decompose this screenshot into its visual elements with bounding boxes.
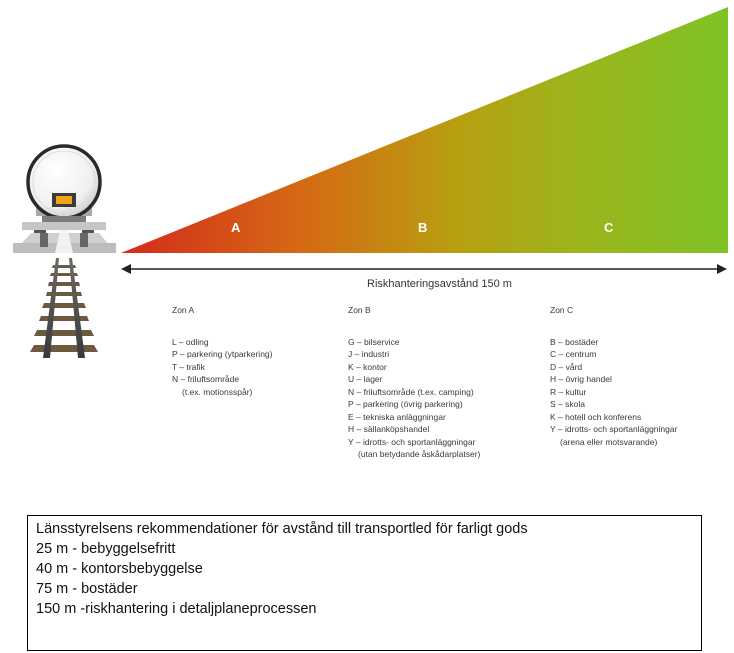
list-item: H – sällanköpshandel: [348, 424, 430, 434]
list-item: Y – idrotts- och sportanläggningar: [348, 436, 476, 447]
list-item: P – parkering (övrig parkering): [348, 399, 463, 409]
tank-wagon-icon: [13, 144, 116, 253]
list-item: K – hotell och konferens: [550, 411, 642, 422]
zone-a-title: Zon A: [172, 305, 195, 315]
list-item: (utan betydande åskådarplatser): [358, 449, 481, 459]
zone-b-list: Zon B G – bilservice J – industri K – ko…: [348, 304, 480, 461]
list-item: T – trafik: [172, 361, 205, 372]
list-item: (t.ex. motionsspår): [182, 386, 253, 397]
list-item: B – bostäder: [550, 336, 599, 347]
zone-c-list: Zon C B – bostäder C – centrum D – vård …: [550, 304, 677, 448]
recommendations-heading: Länsstyrelsens rekommendationer för avst…: [36, 521, 528, 537]
list-item: R – kultur: [550, 386, 587, 397]
zone-b-letter: B: [418, 220, 427, 235]
recommendation-line: 40 m - kontorsbebyggelse: [36, 561, 203, 577]
recommendation-line: 150 m -riskhantering i detaljplaneproces…: [36, 601, 317, 617]
list-item: E – tekniska anläggningar: [348, 411, 446, 422]
zone-c-title: Zon C: [550, 305, 574, 315]
list-item: S – skola: [550, 399, 585, 409]
list-item: G – bilservice: [348, 336, 400, 347]
risk-gradient-wedge: [121, 7, 728, 253]
list-item: L – odling: [172, 336, 209, 347]
list-item: H – övrig handel: [550, 374, 612, 384]
distance-arrow: [121, 264, 727, 274]
list-item: D – vård: [550, 361, 583, 372]
list-item: N – friluftsområde: [172, 374, 240, 384]
list-item: N – friluftsområde (t.ex. camping): [348, 386, 474, 397]
zone-a-letter: A: [231, 220, 241, 235]
list-item: (arena eller motsvarande): [560, 436, 658, 447]
list-item: K – kontor: [348, 361, 387, 372]
risk-diagram: A B C: [13, 7, 728, 358]
list-item: P – parkering (ytparkering): [172, 349, 273, 359]
list-item: C – centrum: [550, 349, 597, 359]
zone-a-list: Zon A L – odling P – parkering (ytparker…: [172, 304, 272, 398]
list-item: J – industri: [348, 349, 390, 359]
distance-label: Riskhanteringsavstånd 150 m: [367, 278, 512, 290]
railway-track-icon: [30, 258, 98, 358]
recommendation-line: 25 m - bebyggelsefritt: [36, 541, 176, 557]
list-item: Y – idrotts- och sportanläggningar: [550, 424, 678, 434]
recommendations-box: Länsstyrelsens rekommendationer för avst…: [27, 515, 702, 651]
zone-c-letter: C: [604, 220, 614, 235]
zone-b-title: Zon B: [348, 305, 371, 315]
recommendation-line: 75 m - bostäder: [36, 581, 138, 597]
list-item: U – lager: [348, 374, 383, 384]
